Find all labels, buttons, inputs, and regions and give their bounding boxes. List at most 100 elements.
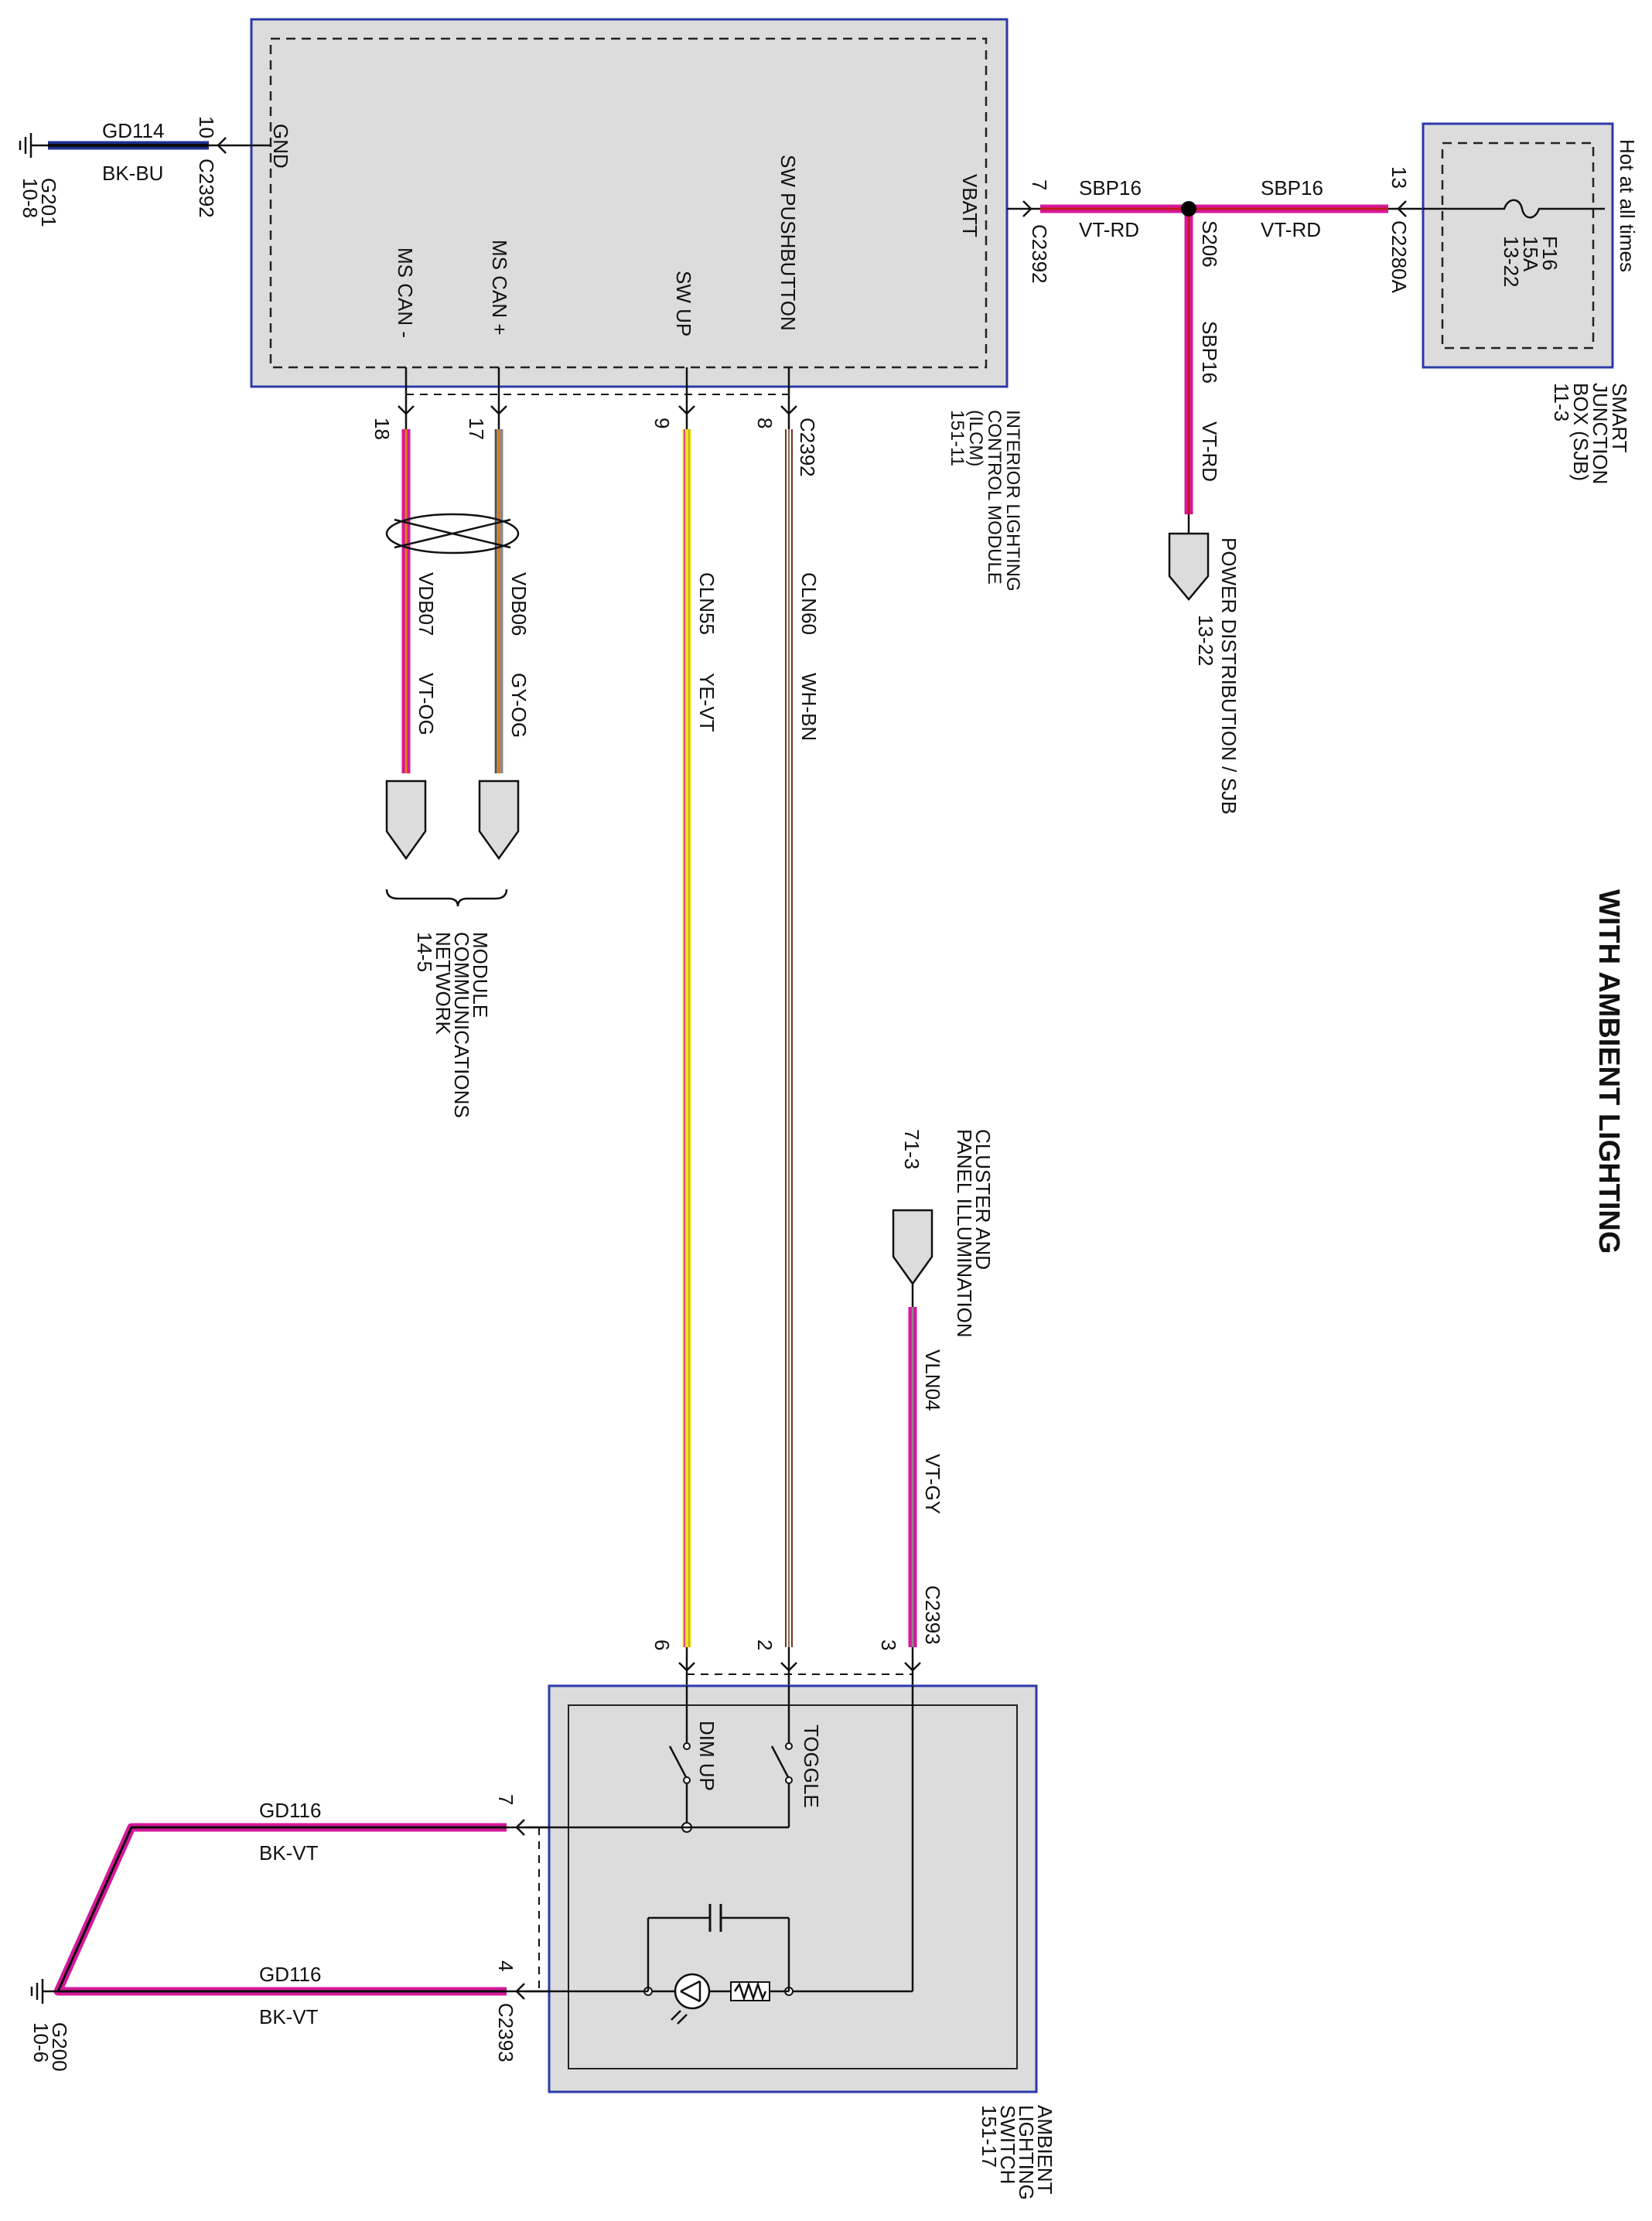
- c2393-top-label: C2393: [921, 1585, 944, 1645]
- switch-signal-wires: 9 8 C2392 CLN55 YE-VT CLN60 WH-BN: [650, 367, 821, 1647]
- switch-pin-stubs: 6 2 3: [650, 1639, 921, 1686]
- svg-text:71-3: 71-3: [900, 1129, 923, 1169]
- mcn-label: MODULE COMMUNICATIONS NETWORK 14-5: [413, 932, 492, 1118]
- vbatt-pin: 7: [1028, 179, 1051, 190]
- cln60-color: WH-BN: [797, 673, 821, 741]
- ilcm-pin-gnd: GND: [269, 124, 292, 169]
- svg-text:BOX (SJB): BOX (SJB): [1569, 383, 1592, 481]
- ilcm-pin-ms-can-minus: MS CAN -: [394, 247, 417, 338]
- power-feed: 7 C2392 SBP16 VT-RD SBP16 VT-RD S206 SBP…: [1007, 176, 1423, 814]
- fuse-name: F16: [1538, 236, 1562, 271]
- gd116-upper-circuit: GD116: [259, 1799, 321, 1822]
- vdb06-color: GY-OG: [507, 673, 531, 738]
- ground-g200: GD116 BK-VT 7 GD116 BK-VT 4 C2393 G200 1…: [29, 1794, 549, 2072]
- toggle-switch-icon: [770, 1745, 790, 1779]
- g201-ref: 10-8: [19, 178, 42, 218]
- svg-text:SMART: SMART: [1608, 383, 1631, 453]
- sw-up-switch-pin: 6: [650, 1639, 674, 1650]
- vdb07-circuit: VDB07: [415, 572, 438, 636]
- ilcm-pin-vbatt: VBATT: [958, 174, 981, 237]
- power-dist-ref: 13-22: [1194, 615, 1217, 667]
- can-bus-wires: 18 17 VDB07 VT-OG VDB06 GY-OG MODULE COM…: [370, 367, 789, 1118]
- svg-text:(ILCM): (ILCM): [965, 410, 986, 466]
- g200-ref: 10-6: [29, 2022, 53, 2062]
- sbp16-down-circuit: SBP16: [1198, 321, 1221, 384]
- can-plus-pin: 17: [465, 418, 488, 440]
- gd116-lower-color: BK-VT: [259, 2005, 319, 2028]
- svg-text:LIGHTING: LIGHTING: [1015, 2105, 1038, 2200]
- splice-label: S206: [1198, 220, 1221, 268]
- power-distribution-connector: [1168, 532, 1210, 601]
- sw-pushbutton-pin: 8: [753, 418, 777, 428]
- fuse-icon: [1423, 199, 1605, 219]
- g201-label: G201: [37, 178, 60, 227]
- ground-g201: GD114 BK-BU 10 C2392 G201 10-8: [19, 116, 271, 227]
- g200-label: G200: [48, 2022, 71, 2072]
- sbp16-left-circuit: SBP16: [1079, 176, 1142, 200]
- power-dist-label: POWER DISTRIBUTION / SJB: [1217, 537, 1241, 814]
- toggle-label: TOGGLE: [800, 1725, 823, 1808]
- ilcm-pin-sw-up: SW UP: [672, 271, 695, 336]
- dim-up-label: DIM UP: [695, 1721, 718, 1791]
- svg-text:11-3: 11-3: [1550, 383, 1573, 421]
- fuse-ref: 13-22: [1500, 236, 1523, 288]
- ilcm-name-label: INTERIOR LIGHTING CONTROL MODULE (ILCM) …: [947, 410, 1023, 592]
- dim-up-switch-icon: [668, 1745, 688, 1779]
- sbp16-right-circuit: SBP16: [1261, 176, 1323, 200]
- svg-text:AMBIENT: AMBIENT: [1033, 2105, 1056, 2195]
- svg-text:CONTROL MODULE: CONTROL MODULE: [984, 410, 1005, 585]
- cln55-circuit: CLN55: [695, 572, 718, 635]
- ilcm-pin-ms-can-plus: MS CAN +: [488, 240, 511, 336]
- vln04-color: VT-GY: [921, 1454, 944, 1514]
- sw-up-pin: 9: [650, 418, 674, 428]
- svg-text:NETWORK: NETWORK: [432, 932, 455, 1035]
- illumination-switch-pin: 3: [877, 1639, 900, 1650]
- hot-at-all-times: Hot at all times: [1616, 139, 1639, 272]
- sjb-pin: 13: [1387, 166, 1411, 189]
- gd114-color: BK-BU: [102, 162, 163, 185]
- cln60-circuit: CLN60: [797, 572, 821, 635]
- gd116-upper-color: BK-VT: [259, 1841, 319, 1864]
- can-minus-pin: 18: [370, 418, 394, 440]
- svg-text:151-11: 151-11: [947, 410, 968, 466]
- ilcm-pin-sw-pushbutton: SW PUSHBUTTON: [777, 155, 800, 331]
- sw-pushbutton-switch-pin: 2: [753, 1639, 777, 1650]
- sbp16-left-color: VT-RD: [1079, 218, 1139, 241]
- svg-text:SWITCH: SWITCH: [996, 2105, 1019, 2185]
- switch-name-label: AMBIENT LIGHTING SWITCH 151-17: [978, 2105, 1056, 2200]
- sbp16-right-color: VT-RD: [1261, 218, 1321, 241]
- splice-dot: [1181, 201, 1196, 217]
- fuse-rating: 15A: [1519, 236, 1542, 272]
- led-icon: [674, 1973, 711, 2010]
- svg-text:PANEL ILLUMINATION: PANEL ILLUMINATION: [953, 1129, 976, 1338]
- cln55-color: YE-VT: [695, 673, 718, 732]
- c2393-bottom-label: C2393: [494, 2003, 517, 2062]
- gd116-upper-pin: 7: [494, 1794, 517, 1805]
- svg-text:MODULE: MODULE: [469, 932, 492, 1018]
- svg-text:CLUSTER AND: CLUSTER AND: [971, 1129, 995, 1270]
- gd114-pin: 10: [195, 116, 218, 138]
- vdb07-color: VT-OG: [415, 673, 438, 735]
- sjb-connector: C2280A: [1387, 220, 1411, 294]
- cluster-label: CLUSTER AND PANEL ILLUMINATION 71-3: [900, 1129, 995, 1338]
- diagram-title: WITH AMBIENT LIGHTING: [1592, 889, 1625, 1254]
- c2392-label: C2392: [796, 418, 819, 477]
- svg-text:151-17: 151-17: [978, 2105, 1001, 2168]
- sjb-name-label: SMART JUNCTION BOX (SJB) 11-3: [1550, 383, 1631, 484]
- gd116-lower-pin: 4: [494, 1960, 517, 1971]
- svg-text:COMMUNICATIONS: COMMUNICATIONS: [450, 932, 473, 1118]
- vbatt-connector: C2392: [1028, 224, 1051, 284]
- svg-text:INTERIOR LIGHTING: INTERIOR LIGHTING: [1002, 410, 1023, 592]
- gd114-circuit: GD114: [102, 119, 164, 142]
- illumination-wire: CLUSTER AND PANEL ILLUMINATION 71-3 VLN0…: [892, 1129, 995, 1647]
- svg-text:14-5: 14-5: [413, 932, 436, 972]
- svg-text:JUNCTION: JUNCTION: [1589, 383, 1612, 484]
- sjb-module: F16 15A 13-22 Hot at all times 13 C2280A…: [1387, 122, 1639, 484]
- twisted-pair-icon: [385, 513, 520, 554]
- vln04-circuit: VLN04: [921, 1349, 944, 1411]
- vdb06-circuit: VDB06: [507, 572, 531, 636]
- gd116-lower-circuit: GD116: [259, 1963, 321, 1986]
- ilcm-module: GND VBATT SW PUSHBUTTON SW UP MS CAN + M…: [250, 18, 1023, 592]
- gd114-connector: C2392: [195, 159, 218, 218]
